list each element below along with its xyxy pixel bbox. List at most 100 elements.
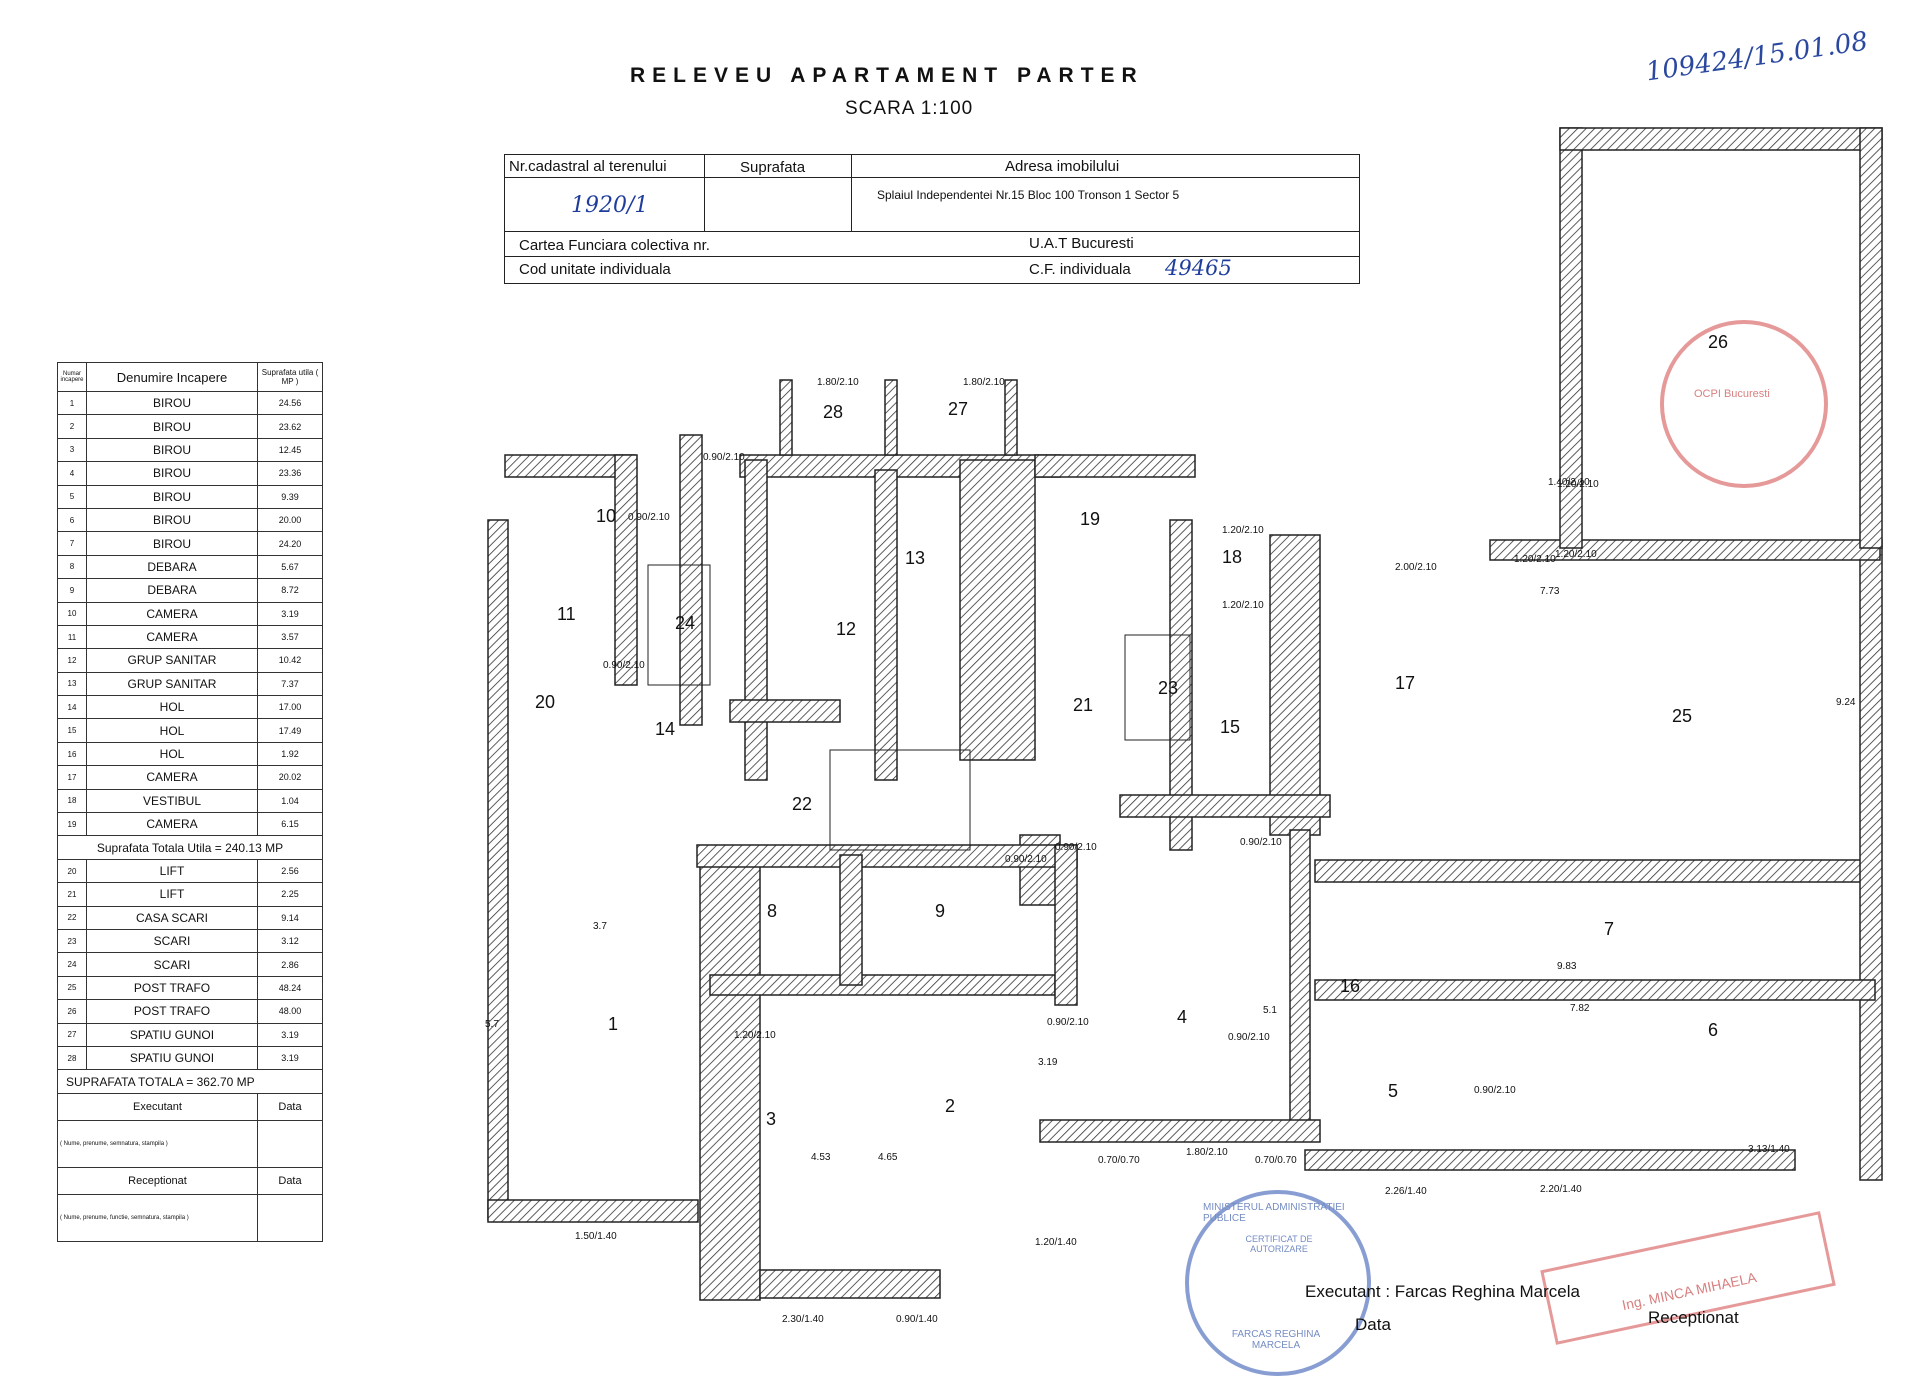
- cell-area: 23.36: [257, 461, 323, 486]
- total-row: SUPRAFATA TOTALA = 362.70 MP: [57, 1069, 323, 1094]
- dimension-label: 1.20/2.10: [1222, 600, 1264, 611]
- receptionat-date-cell: [257, 1193, 323, 1242]
- wall: [874, 469, 898, 781]
- cell-area: 5.67: [257, 554, 323, 580]
- wall: [884, 379, 898, 456]
- wall: [1034, 454, 1196, 478]
- dimension-label: 1.80/2.10: [1186, 1147, 1228, 1158]
- dimension-label: 0.90/2.10: [1005, 854, 1047, 865]
- room-number: 12: [836, 619, 856, 639]
- dimension-label: 1.20/1.40: [1035, 1237, 1077, 1248]
- cell-area: 48.00: [257, 999, 323, 1024]
- room-number: 9: [935, 901, 945, 921]
- dimension-label: 0.90/2.10: [603, 660, 645, 671]
- cell-area: 24.56: [257, 390, 323, 416]
- room-number: 17: [1395, 673, 1415, 693]
- carte-label: Cartea Funciara colectiva nr.: [519, 237, 710, 254]
- dimension-label: 1.20/2.10: [1555, 549, 1597, 560]
- wall: [1559, 127, 1883, 151]
- room-number: 18: [1222, 547, 1242, 567]
- wall: [699, 859, 761, 1301]
- room-number: 2: [945, 1096, 955, 1116]
- wall: [1314, 979, 1876, 1001]
- uat-label: U.A.T Bucuresti: [1029, 235, 1134, 252]
- dimension-label: 0.90/2.10: [703, 452, 745, 463]
- cf-label: C.F. individuala: [1029, 261, 1131, 278]
- walls: [487, 127, 1883, 1301]
- stamp-ocpi-text: OCPI Bucuresti: [1694, 388, 1770, 400]
- dimension-label: 0.90/2.10: [628, 512, 670, 523]
- stamp-name-text: FARCAS REGHINA MARCELA: [1231, 1329, 1321, 1351]
- cell-name: BIROU: [86, 390, 258, 416]
- dimension-label: 7.82: [1570, 1003, 1590, 1014]
- cadastral-number: 1920/1: [571, 193, 649, 218]
- col-address-header: Adresa imobilului: [1005, 158, 1120, 175]
- wall: [1489, 539, 1881, 561]
- cell-name: DEBARA: [86, 554, 258, 580]
- dimension-label: 0.90/2.10: [1474, 1085, 1516, 1096]
- stamp-ocpi: OCPI Bucuresti: [1660, 320, 1828, 488]
- executant-note: ( Nume, prenume, semnatura, stampila ): [57, 1119, 258, 1168]
- receptionat-signature: Receptionat: [1648, 1308, 1739, 1327]
- wall: [759, 1269, 941, 1299]
- dimension-label: 3.13/1.40: [1748, 1144, 1790, 1155]
- wall: [1859, 539, 1883, 1181]
- cell-area: 20.02: [257, 765, 323, 790]
- cell-n: 12: [57, 648, 87, 673]
- stair-22: [829, 749, 971, 851]
- cell-name: BIROU: [86, 461, 258, 486]
- wall: [709, 974, 1056, 996]
- cell-area: 1.04: [257, 788, 323, 814]
- dimension-label: 0.90/2.10: [1055, 842, 1097, 853]
- dimension-label: 0.90/1.40: [896, 1314, 938, 1325]
- dimension-label: 0.90/2.10: [1047, 1017, 1089, 1028]
- cell-name: CAMERA: [86, 765, 258, 790]
- room-number: 3: [766, 1109, 776, 1129]
- wall: [1039, 1119, 1321, 1143]
- dimension-label: 3.7: [593, 921, 607, 932]
- wall: [1289, 829, 1311, 1131]
- cell-n: 8: [57, 554, 87, 580]
- cell-name: BIROU: [86, 414, 258, 439]
- wall: [1314, 859, 1881, 883]
- cell-area: 8.72: [257, 578, 323, 603]
- dimension-label: 5.1: [1263, 1005, 1277, 1016]
- cell-n: 1: [57, 390, 87, 416]
- room-number: 20: [535, 692, 555, 712]
- cell-area: 2.25: [257, 882, 323, 907]
- cell-area: 7.37: [257, 671, 323, 697]
- room-number: 6: [1708, 1020, 1718, 1040]
- dimension-label: 4.65: [878, 1152, 898, 1163]
- cell-area: 2.56: [257, 858, 323, 884]
- executant-data-label: Data: [257, 1092, 323, 1121]
- stair-23: [1124, 634, 1191, 741]
- divider: [505, 256, 1359, 257]
- dimension-label: 3.19: [1038, 1057, 1058, 1068]
- room-number: 21: [1073, 695, 1093, 715]
- cell-area: 3.19: [257, 1045, 323, 1071]
- wall: [729, 699, 841, 723]
- scale-label: SCARA 1:100: [845, 98, 974, 119]
- room-number: 15: [1220, 717, 1240, 737]
- signature-date: Data: [1355, 1315, 1391, 1334]
- cell-name: SPATIU GUNOI: [86, 1045, 258, 1071]
- cell-area: 3.57: [257, 624, 323, 650]
- dimension-label: 4.53: [811, 1152, 831, 1163]
- room-number: 14: [655, 719, 675, 739]
- room-number: 5: [1388, 1081, 1398, 1101]
- room-number: 1: [608, 1014, 618, 1034]
- wall: [487, 1199, 699, 1223]
- divider: [505, 177, 1359, 178]
- cell-n: 13: [57, 671, 87, 697]
- cell-area: 3.19: [257, 1022, 323, 1047]
- cell-name: CASA SCARI: [86, 905, 258, 930]
- dimension-label: 0.70/0.70: [1255, 1155, 1297, 1166]
